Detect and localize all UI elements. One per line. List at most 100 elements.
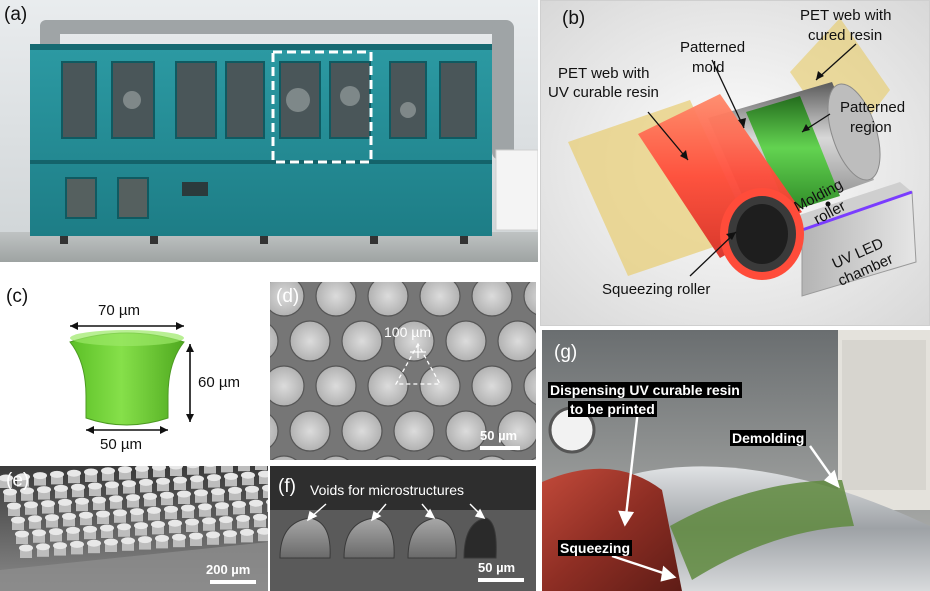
sem-dot (315, 365, 357, 407)
sem-pillar (157, 481, 169, 492)
sem-pillar (106, 484, 118, 495)
sem-dot (445, 320, 487, 362)
sem-dot (375, 455, 401, 460)
sem-pillar (212, 491, 224, 502)
pitch-label: 100 µm (384, 324, 431, 340)
sem-pillar-top (236, 514, 250, 522)
sem-pillar-top (16, 473, 30, 481)
sem-pillar (118, 526, 130, 537)
label-pet-cured-resin-line2: cured resin (808, 27, 882, 44)
sem-pillar-top (62, 512, 76, 520)
sem-dot (270, 324, 279, 358)
sem-pillar-top (198, 503, 212, 511)
sem-pillar (114, 512, 126, 523)
panel-f-sem-cross-section: (f) Voids for microstructures 50 µm (270, 466, 536, 591)
sem-pillar (68, 473, 80, 484)
demolding-label: Demolding (730, 430, 807, 446)
sem-dot (323, 455, 349, 460)
sem-pillar (127, 497, 139, 508)
sem-pillar (102, 470, 114, 481)
sem-pillar-top (49, 528, 63, 536)
sem-dot (497, 410, 536, 452)
sem-pillar-top (104, 538, 118, 546)
sem-pillar-top (245, 485, 259, 493)
sem-pillar (170, 466, 182, 476)
sem-pillar (119, 469, 131, 480)
panel-f-label: (f) (278, 476, 296, 497)
sem-pillar (80, 515, 92, 526)
sem-pillar-top (204, 466, 216, 468)
sem-pillar (16, 534, 28, 544)
sem-pillar (144, 496, 156, 507)
panel-e-scale-bar-label: 200 µm (206, 562, 251, 577)
sem-pillar-top (45, 514, 59, 522)
sem-pillar-top (92, 496, 106, 504)
panel-b-schematic: PET web with cured resin Patterned mold … (540, 0, 930, 326)
sem-pillar (34, 475, 46, 486)
sem-pillar (21, 490, 33, 501)
sem-dot (531, 457, 536, 460)
sem-pillar (169, 523, 181, 534)
sem-pillar-top (96, 510, 110, 518)
sem-pillar-top (32, 529, 46, 537)
sem-pillar-top (24, 501, 38, 509)
sem-pillar-top (189, 532, 203, 540)
sem-pillar-top (160, 491, 174, 499)
sem-dot (270, 365, 305, 407)
label-patterned-mold-line1: Patterned (680, 39, 745, 56)
sem-pillar-top (58, 498, 72, 506)
sem-pillar (161, 495, 173, 506)
sem-dot (479, 455, 505, 460)
sem-pillar (165, 509, 177, 520)
label-pet-uv-resin-line1: PET web with (558, 65, 649, 82)
sem-pillar (25, 504, 37, 515)
sem-pillar-top (11, 516, 25, 524)
panel-d-scale-bar-label: 50 µm (480, 428, 518, 443)
panel-g-label: (g) (554, 342, 578, 363)
sem-pillar (76, 501, 88, 512)
sem-pillar (190, 536, 202, 546)
sem-pillar-top (211, 488, 225, 496)
panel-a-machine-photo: (a) (0, 0, 538, 262)
sem-pillar (89, 486, 101, 496)
sem-pillar (258, 531, 268, 542)
roll-to-roll-schematic: PET web with cured resin Patterned mold … (540, 0, 930, 326)
sem-pillar (29, 518, 41, 529)
sem-dot (471, 365, 513, 407)
panel-c-microstructure: (c) 70 µm 60 µm 50 µm (0, 266, 268, 464)
machine-illustration (0, 0, 538, 262)
sem-pillar (229, 490, 241, 501)
sem-pillar-top (151, 520, 165, 528)
sem-pillar-top (177, 490, 191, 498)
sem-pillar (110, 498, 122, 509)
sem-pillar-top (185, 518, 199, 526)
sem-pillar (93, 500, 105, 510)
sem-pillar (255, 466, 267, 470)
sem-pillar-top (190, 475, 204, 483)
sem-pillar (88, 543, 100, 554)
sem-pillar (139, 539, 151, 550)
sem-pillar-top (164, 505, 178, 513)
sem-pillar-top (70, 540, 84, 548)
sem-pillar-top (109, 495, 123, 503)
sem-pillar-top (75, 497, 89, 505)
sem-pillar (42, 503, 54, 514)
sem-pillar-top (33, 472, 47, 480)
sem-pillar-top (169, 466, 183, 470)
sem-pillar-top (50, 470, 64, 478)
sem-pillar (250, 503, 262, 514)
dimension-top-width: 70 µm (98, 302, 140, 319)
sem-pillar-top (139, 478, 153, 486)
sem-pillar (237, 518, 249, 529)
panel-c-label: (c) (6, 286, 29, 307)
sem-pillar-top (122, 480, 136, 488)
panel-b-label: (b) (562, 8, 586, 29)
sem-pillar (246, 489, 258, 500)
sem-pillar-top (241, 471, 255, 479)
sem-pillar-top (224, 472, 238, 480)
sem-pillar-top (168, 519, 182, 527)
sem-pillar (17, 476, 29, 487)
dimension-height: 60 µm (198, 374, 240, 391)
sem-pillar (156, 538, 168, 549)
sem-dot (419, 365, 461, 407)
